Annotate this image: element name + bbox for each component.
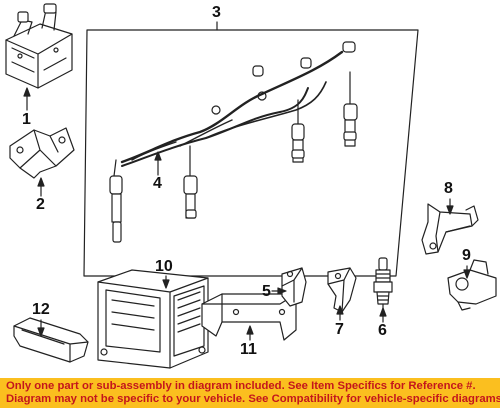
callout-7: 7	[335, 321, 344, 338]
callout-6: 6	[378, 322, 387, 339]
callout-10: 10	[155, 258, 173, 275]
sensor-7-drawing	[327, 267, 357, 313]
ignition-coil-drawing	[5, 3, 73, 89]
callout-3: 3	[212, 4, 221, 21]
callout-12: 12	[32, 301, 50, 318]
callout-1: 1	[22, 111, 31, 128]
notice-line-2: Diagram may not be specific to your vehi…	[6, 393, 500, 405]
sensor-bracket-drawing	[281, 267, 307, 307]
sensor-drawing	[421, 203, 479, 255]
cover-bracket-drawing	[13, 317, 89, 363]
bracket-drawing	[9, 127, 75, 179]
callout-5: 5	[262, 283, 271, 300]
spark-plug-drawing	[373, 257, 393, 311]
ecm-module-drawing	[97, 269, 209, 369]
knock-sensor-drawing	[447, 259, 497, 311]
callout-4: 4	[153, 175, 162, 192]
callout-2: 2	[36, 196, 45, 213]
callout-11: 11	[240, 341, 257, 358]
ignition-wire-set-drawing	[109, 41, 358, 243]
callout-9: 9	[462, 247, 471, 264]
notice-line-1: Only one part or sub-assembly in diagram…	[6, 380, 476, 392]
notice-banner: Only one part or sub-assembly in diagram…	[0, 378, 500, 408]
callout-8: 8	[444, 180, 453, 197]
parts-diagram	[5, 3, 497, 369]
